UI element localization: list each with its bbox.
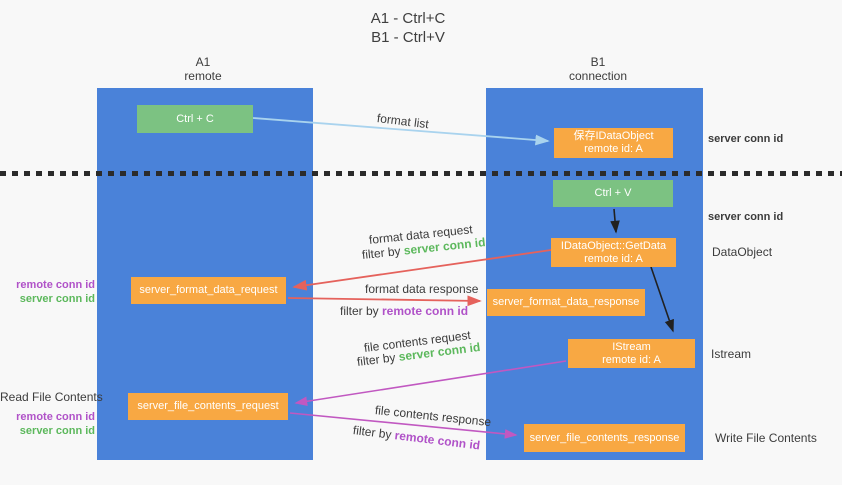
label-read-file-contents: Read File Contents xyxy=(0,390,103,404)
lane-b1-name: B1 xyxy=(590,55,606,69)
node-save-idataobject-line2: remote id: A xyxy=(584,143,643,155)
arrow-file-contents-response xyxy=(289,412,518,439)
node-file-contents-response-label: server_file_contents_response xyxy=(529,431,680,444)
label-format-data-response: format data response xyxy=(365,282,479,296)
filter-by-prefix: filter by xyxy=(340,304,383,318)
title-line-2: B1 - Ctrl+V xyxy=(371,29,445,46)
label-server-conn-id-left-bottom: server conn id xyxy=(19,425,95,437)
node-file-contents-request-label: server_file_contents_request xyxy=(137,400,279,412)
label-remote-conn-id-left-bottom: remote conn id xyxy=(16,411,95,423)
arrow-file-contents-request xyxy=(294,360,567,407)
diagram-title: A1 - Ctrl+C B1 - Ctrl+V xyxy=(318,9,498,47)
title-line-1: A1 - Ctrl+C xyxy=(370,10,446,27)
arrow-format-list xyxy=(252,117,550,146)
lane-header-b1: B1 connection xyxy=(538,55,658,83)
lane-header-a1: A1 remote xyxy=(143,55,263,83)
node-getdata-line2: remote id: A xyxy=(584,252,643,265)
node-ctrl-v: Ctrl + V xyxy=(553,180,673,207)
arrow-format-data-request xyxy=(292,249,552,291)
node-istream-line1: IStream xyxy=(612,340,651,353)
node-idataobject-getdata: IDataObject::GetData remote id: A xyxy=(551,238,676,267)
label-write-file-contents: Write File Contents xyxy=(715,431,817,445)
node-server-file-contents-response: server_file_contents_response xyxy=(524,424,685,452)
node-server-format-data-response: server_format_data_response xyxy=(487,289,645,316)
label-filter-by-remote-conn-id-1: filter by remote conn id xyxy=(340,304,468,318)
arrow-format-data-response xyxy=(287,295,482,307)
remote-conn-id-text: remote conn id xyxy=(382,304,469,318)
label-dataobject: DataObject xyxy=(712,245,773,259)
label-server-conn-id-right-mid: server conn id xyxy=(708,211,784,223)
label-server-conn-id-left-top: server conn id xyxy=(19,293,95,305)
lane-a1-role: remote xyxy=(184,69,222,83)
node-server-format-data-request: server_format_data_request xyxy=(131,277,286,304)
node-ctrl-v-label: Ctrl + V xyxy=(594,187,632,199)
lane-a1-name: A1 xyxy=(195,55,211,69)
node-format-data-response-label: server_format_data_response xyxy=(492,296,640,308)
node-format-data-request-label: server_format_data_request xyxy=(139,284,278,296)
node-istream: IStream remote id: A xyxy=(568,339,695,368)
node-save-idataobject-line1: 保存IDataObject xyxy=(573,130,654,142)
label-server-conn-id-right-top: server conn id xyxy=(708,133,784,145)
lane-b1-role: connection xyxy=(568,69,628,83)
node-getdata-line1: IDataObject::GetData xyxy=(560,239,667,252)
arrow-getdata-to-istream xyxy=(650,266,674,333)
node-ctrl-c: Ctrl + C xyxy=(137,105,253,133)
label-istream: Istream xyxy=(711,347,752,361)
node-server-file-contents-request: server_file_contents_request xyxy=(128,393,288,420)
node-save-idataobject: 保存IDataObject remote id: A xyxy=(554,128,673,158)
machine-boundary-dotted-line xyxy=(0,171,842,176)
label-remote-conn-id-left-top: remote conn id xyxy=(16,279,95,291)
node-istream-line2: remote id: A xyxy=(602,353,661,366)
arrow-ctrlv-to-getdata xyxy=(610,208,620,234)
node-ctrl-c-label: Ctrl + C xyxy=(176,112,214,125)
